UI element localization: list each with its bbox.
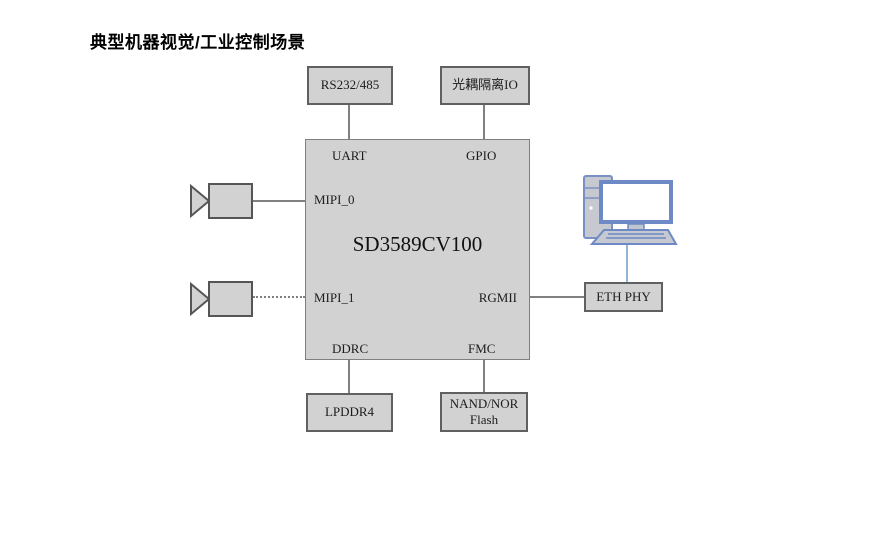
- port-label-ddrc: DDRC: [332, 341, 369, 356]
- connector-rgmii-ethphy: [530, 296, 584, 298]
- port-label-rgmii: RGMII: [478, 290, 517, 305]
- camera-icon: [190, 183, 253, 219]
- port-label-uart: UART: [332, 148, 367, 163]
- block-lpddr4-label: LPDDR4: [324, 404, 375, 420]
- port-label-gpio: GPIO: [466, 148, 497, 163]
- desktop-computer-icon: [583, 175, 678, 245]
- connector-rs232-uart: [348, 105, 350, 139]
- soc-block: UART GPIO MIPI_0 MIPI_1 RGMII DDRC FMC S…: [305, 139, 530, 360]
- connector-ddrc-lpddr4: [348, 360, 350, 393]
- port-label-mipi1: MIPI_1: [314, 290, 355, 305]
- block-rs232-485-label: RS232/485: [320, 77, 380, 93]
- camera-icon: [190, 281, 253, 317]
- block-eth-phy: ETH PHY: [584, 282, 663, 312]
- connector-fmc-nand: [483, 360, 485, 392]
- block-rs232-485: RS232/485: [307, 66, 393, 105]
- block-opto-isolated-io: 光耦隔离IO: [440, 66, 530, 105]
- block-eth-phy-label: ETH PHY: [596, 288, 651, 304]
- connector-opto-gpio: [483, 105, 485, 139]
- connector-camera2-mipi1-dotted: [253, 296, 305, 298]
- block-nand-nor-flash: NAND/NOR Flash: [440, 392, 528, 432]
- port-label-fmc: FMC: [468, 341, 496, 356]
- port-label-mipi0: MIPI_0: [314, 192, 355, 207]
- connector-camera1-mipi0: [252, 200, 305, 202]
- soc-name: SD3589CV100: [352, 232, 483, 256]
- block-nand-label-line1: NAND/NOR: [449, 395, 519, 411]
- block-nand-label-line2: Flash: [469, 412, 499, 427]
- page-title: 典型机器视觉/工业控制场景: [90, 33, 306, 52]
- connector-ethphy-computer: [626, 243, 628, 282]
- block-opto-isolated-io-label: 光耦隔离IO: [452, 77, 518, 93]
- block-lpddr4: LPDDR4: [306, 393, 393, 432]
